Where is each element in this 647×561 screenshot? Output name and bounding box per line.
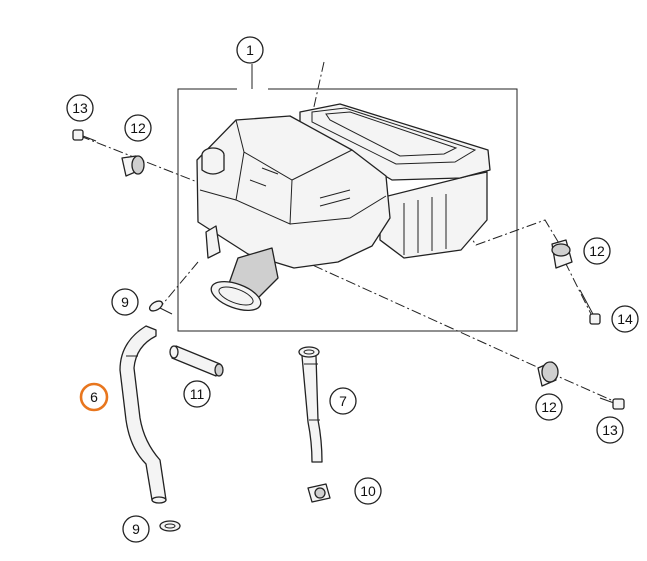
- svg-text:9: 9: [121, 294, 129, 310]
- screw-right-upper: [579, 289, 601, 325]
- svg-text:14: 14: [617, 311, 633, 327]
- hose-clamp-lower: [159, 520, 181, 532]
- callout-14[interactable]: 14: [611, 305, 639, 333]
- callout-6-highlighted[interactable]: 6: [79, 382, 109, 412]
- callout-12-upper-left[interactable]: 12: [124, 114, 152, 142]
- svg-text:12: 12: [589, 243, 605, 259]
- svg-text:1: 1: [246, 42, 254, 58]
- callout-9-lower[interactable]: 9: [122, 515, 150, 543]
- callout-13-lower[interactable]: 13: [596, 416, 624, 444]
- callout-11[interactable]: 11: [183, 380, 211, 408]
- svg-text:13: 13: [602, 422, 618, 438]
- callout-10[interactable]: 10: [354, 477, 382, 505]
- grommet-right-lower: [537, 361, 559, 387]
- airbox: [196, 103, 491, 312]
- svg-text:9: 9: [132, 521, 140, 537]
- grommet-right-upper: [551, 239, 573, 269]
- svg-text:7: 7: [339, 393, 347, 409]
- screw-upper-left: [72, 129, 97, 142]
- svg-text:10: 10: [360, 483, 376, 499]
- callout-7[interactable]: 7: [329, 387, 357, 415]
- callout-13-upper[interactable]: 13: [66, 94, 94, 122]
- grommet-upper-left: [121, 155, 145, 177]
- screw-right-lower: [599, 397, 625, 410]
- callout-1[interactable]: 1: [236, 36, 264, 64]
- svg-text:13: 13: [72, 100, 88, 116]
- breather-hose: [119, 325, 167, 504]
- callouts: 1 13 12 12 14 9 6 11: [66, 36, 639, 543]
- svg-text:12: 12: [541, 399, 557, 415]
- hose-clip: [307, 483, 331, 503]
- hose-clamp-upper: [148, 300, 173, 315]
- svg-text:11: 11: [190, 386, 205, 402]
- drain-hose: [298, 346, 323, 463]
- callout-12-right-lower[interactable]: 12: [535, 393, 563, 421]
- svg-text:6: 6: [90, 389, 98, 405]
- callout-9-upper[interactable]: 9: [111, 288, 139, 316]
- airbox-frame: [177, 64, 518, 332]
- small-hose: [169, 345, 224, 377]
- svg-text:12: 12: [130, 120, 146, 136]
- callout-12-right-upper[interactable]: 12: [583, 237, 611, 265]
